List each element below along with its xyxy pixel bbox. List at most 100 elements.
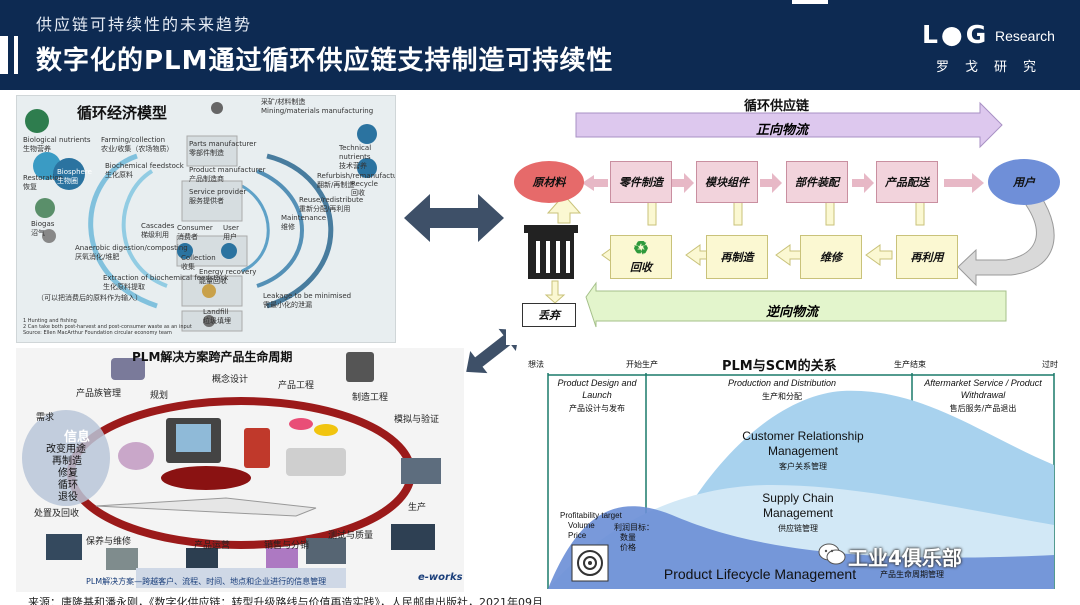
scm-label-cn: 供应链管理 <box>778 524 818 533</box>
bidirectional-arrow-horizontal-icon <box>404 194 504 242</box>
label-landfill-en: Landfill <box>203 308 229 316</box>
label-leakage-en: Leakage to be minimised <box>263 292 352 300</box>
label-anaerobic-en: Anaerobic digestion/composting <box>75 244 188 252</box>
label-maintenance: Maintenance 维修 <box>281 214 326 232</box>
label-repurpose: 改变用途 <box>46 444 86 455</box>
circular-economy-diagram <box>25 102 377 332</box>
label-collection-en: Collection <box>181 254 216 262</box>
logr-logo: L●G Research 罗戈研究 <box>922 20 1062 80</box>
label-energy-cn: 能量回收 <box>199 277 227 285</box>
label-bio-nutrients-cn: 生物营养 <box>23 145 51 153</box>
label-consumer-en: Consumer <box>177 224 213 232</box>
plm-caption: PLM解决方案—跨越客户、流程、时间、地点和企业进行的信息管理 <box>86 577 327 586</box>
circular-economy-title: 循环经济模型 <box>77 104 168 122</box>
label-tech-nutrients-cn: 技术营养 <box>339 162 367 170</box>
plm-label-cn: 产品生命周期管理 <box>880 570 944 579</box>
label-biosphere-en: Biosphere <box>57 168 92 176</box>
milestone-idea: 想法 <box>528 360 544 369</box>
node-reuse: 再利用 <box>896 235 958 279</box>
label-service: Service provider 服务提供者 <box>189 188 246 206</box>
label-note-cn: （可以把消费后的原料作为输入） <box>37 294 142 302</box>
label-refurbish-en: Refurbish/remanufacture <box>317 172 396 180</box>
label-planning: 规划 <box>150 391 169 401</box>
profitability-target: Profitability target Volume Price <box>560 511 622 541</box>
label-maintenance-cn: 维修 <box>281 223 295 231</box>
plm-lifecycle-diagram <box>16 348 464 592</box>
footnote-3: Source: Ellen MacArthur Foundation circu… <box>23 330 172 336</box>
label-mining-cn: 采矿/材料制造 <box>261 98 306 106</box>
header-bar: 供应链可持续性的未来趋势 数字化的PLM通过循环供应链支持制造可持续性 L●G … <box>0 0 1080 90</box>
label-retire: 退役 <box>58 492 78 503</box>
circular-footnotes: 1 Hunting and fishing 2 Can take both po… <box>23 318 192 336</box>
phase-aftermarket: Aftermarket Service / Product Withdrawal <box>924 378 1042 400</box>
phase-design-launch: Product Design and Launch <box>557 378 637 400</box>
end-of-life-list: 改变用途 再制造 修复 循环 退役 <box>46 444 86 504</box>
slide-title: 数字化的PLM通过循环供应链支持制造可持续性 <box>36 46 614 76</box>
label-simulation: 模拟与验证 <box>394 415 440 425</box>
label-cascades-cn: 梯级利用 <box>141 231 169 239</box>
watermark-text: 工业4俱乐部 <box>848 546 962 570</box>
label-farming-en: Farming/collection <box>101 136 166 144</box>
label-mining-en: Mining/materials manufacturing <box>261 107 374 115</box>
crm-label-cn: 客户关系管理 <box>779 462 827 471</box>
circular-economy-panel: 循环经济模型 采矿/材料制造 Mining/materials manufact… <box>16 95 396 343</box>
milestone-start-production: 开始生产 <box>626 360 658 369</box>
logo-mark: L●G <box>922 20 990 49</box>
label-farming: Farming/collection 农业/收集（农场物质） <box>101 136 173 154</box>
node-recycle: ♻ 回收 <box>610 235 672 279</box>
phase-aftermarket-cn: 售后服务/产品退出 <box>949 404 1017 413</box>
label-biochem: Biochemical feedstock 生化原料 <box>105 162 184 180</box>
label-leakage-cn: 需最小化的泄漏 <box>263 301 312 309</box>
node-remanufacture: 再制造 <box>706 235 768 279</box>
label-cascades: Cascades 梯级利用 <box>141 222 174 240</box>
label-energy-en: Energy recovery <box>199 268 257 276</box>
label-biochem-cn: 生化原料 <box>105 171 133 179</box>
label-biosphere: Biosphere 生物圈 <box>57 168 92 186</box>
label-demand: 需求 <box>36 413 55 423</box>
label-biogas-cn: 沼气 <box>31 229 45 237</box>
label-biochem-en: Biochemical feedstock <box>105 162 184 170</box>
label-bio-nutrients: Biological nutrients 生物营养 <box>23 136 91 154</box>
node-recycle-label: 回收 <box>630 261 652 274</box>
label-refurbish-cn: 翻新/再制造 <box>317 181 355 189</box>
phase-design-launch-cn: 产品设计与发布 <box>569 404 625 413</box>
label-reuse-en: Reuse/redistribute <box>299 196 364 204</box>
label-consumer: Consumer 消费者 <box>177 224 213 242</box>
label-product-eng: 产品工程 <box>278 381 315 391</box>
label-remanufacture: 再制造 <box>52 456 82 467</box>
profitability-price-cn: 价格 <box>620 543 636 552</box>
label-refurbish: Refurbish/remanufacture 翻新/再制造 <box>317 172 396 190</box>
footnote-1: 1 Hunting and fishing <box>23 318 77 324</box>
node-raw-material: 原材料 <box>514 161 584 203</box>
label-recycle-en: Recycle <box>351 180 378 188</box>
milestone-end-production: 生产结束 <box>894 360 926 369</box>
node-product-distribution: 产品配送 <box>876 161 938 203</box>
profitability-volume-cn: 数量 <box>620 533 636 542</box>
label-parts-cn: 零部件制造 <box>189 149 224 157</box>
profitability-title: Profitability target <box>560 511 622 520</box>
header-accent-bar-thin <box>14 36 18 74</box>
crm-label: Customer Relationship Management <box>742 429 864 458</box>
label-service-cn: 服务提供者 <box>189 197 224 205</box>
node-parts-manufacturing: 零件制造 <box>610 161 672 203</box>
header-accent-bar <box>0 36 8 74</box>
label-landfill-cn: 垃圾填埋 <box>203 317 231 325</box>
label-leakage: Leakage to be minimised 需最小化的泄漏 <box>263 292 351 310</box>
label-disposal: 处置及回收 <box>34 509 80 519</box>
phase-production-distribution: Production and Distribution <box>727 378 837 388</box>
label-mining: 采矿/材料制造 Mining/materials manufacturing <box>261 98 373 116</box>
source-citation: 来源：唐隆基和潘永刚，《数字化供应链：转型升级路线与价值再造实践》，人民邮电出版… <box>28 596 543 605</box>
label-info: 信息 <box>64 430 91 445</box>
recycle-icon: ♻ <box>632 238 650 259</box>
label-recycle: Recycle 回收 <box>351 180 378 198</box>
profitability-price: Price <box>568 531 587 540</box>
label-energy: Energy recovery 能量回收 <box>199 268 256 286</box>
label-anaerobic-cn: 厌氧消化/堆肥 <box>75 253 120 261</box>
label-maintenance-en: Maintenance <box>281 214 327 222</box>
label-parts-en: Parts manufacturer <box>189 140 257 148</box>
label-extraction-en: Extraction of biochemical feedstock <box>103 274 229 282</box>
label-extraction-cn: 生化原料提取 <box>103 283 145 291</box>
plm-lifecycle-panel: PLM解决方案跨产品生命周期 概念设计 产品工程 制造工程 产品族管理 规划 模… <box>16 348 464 592</box>
plm-panel-title: PLM解决方案跨产品生命周期 <box>132 350 293 364</box>
